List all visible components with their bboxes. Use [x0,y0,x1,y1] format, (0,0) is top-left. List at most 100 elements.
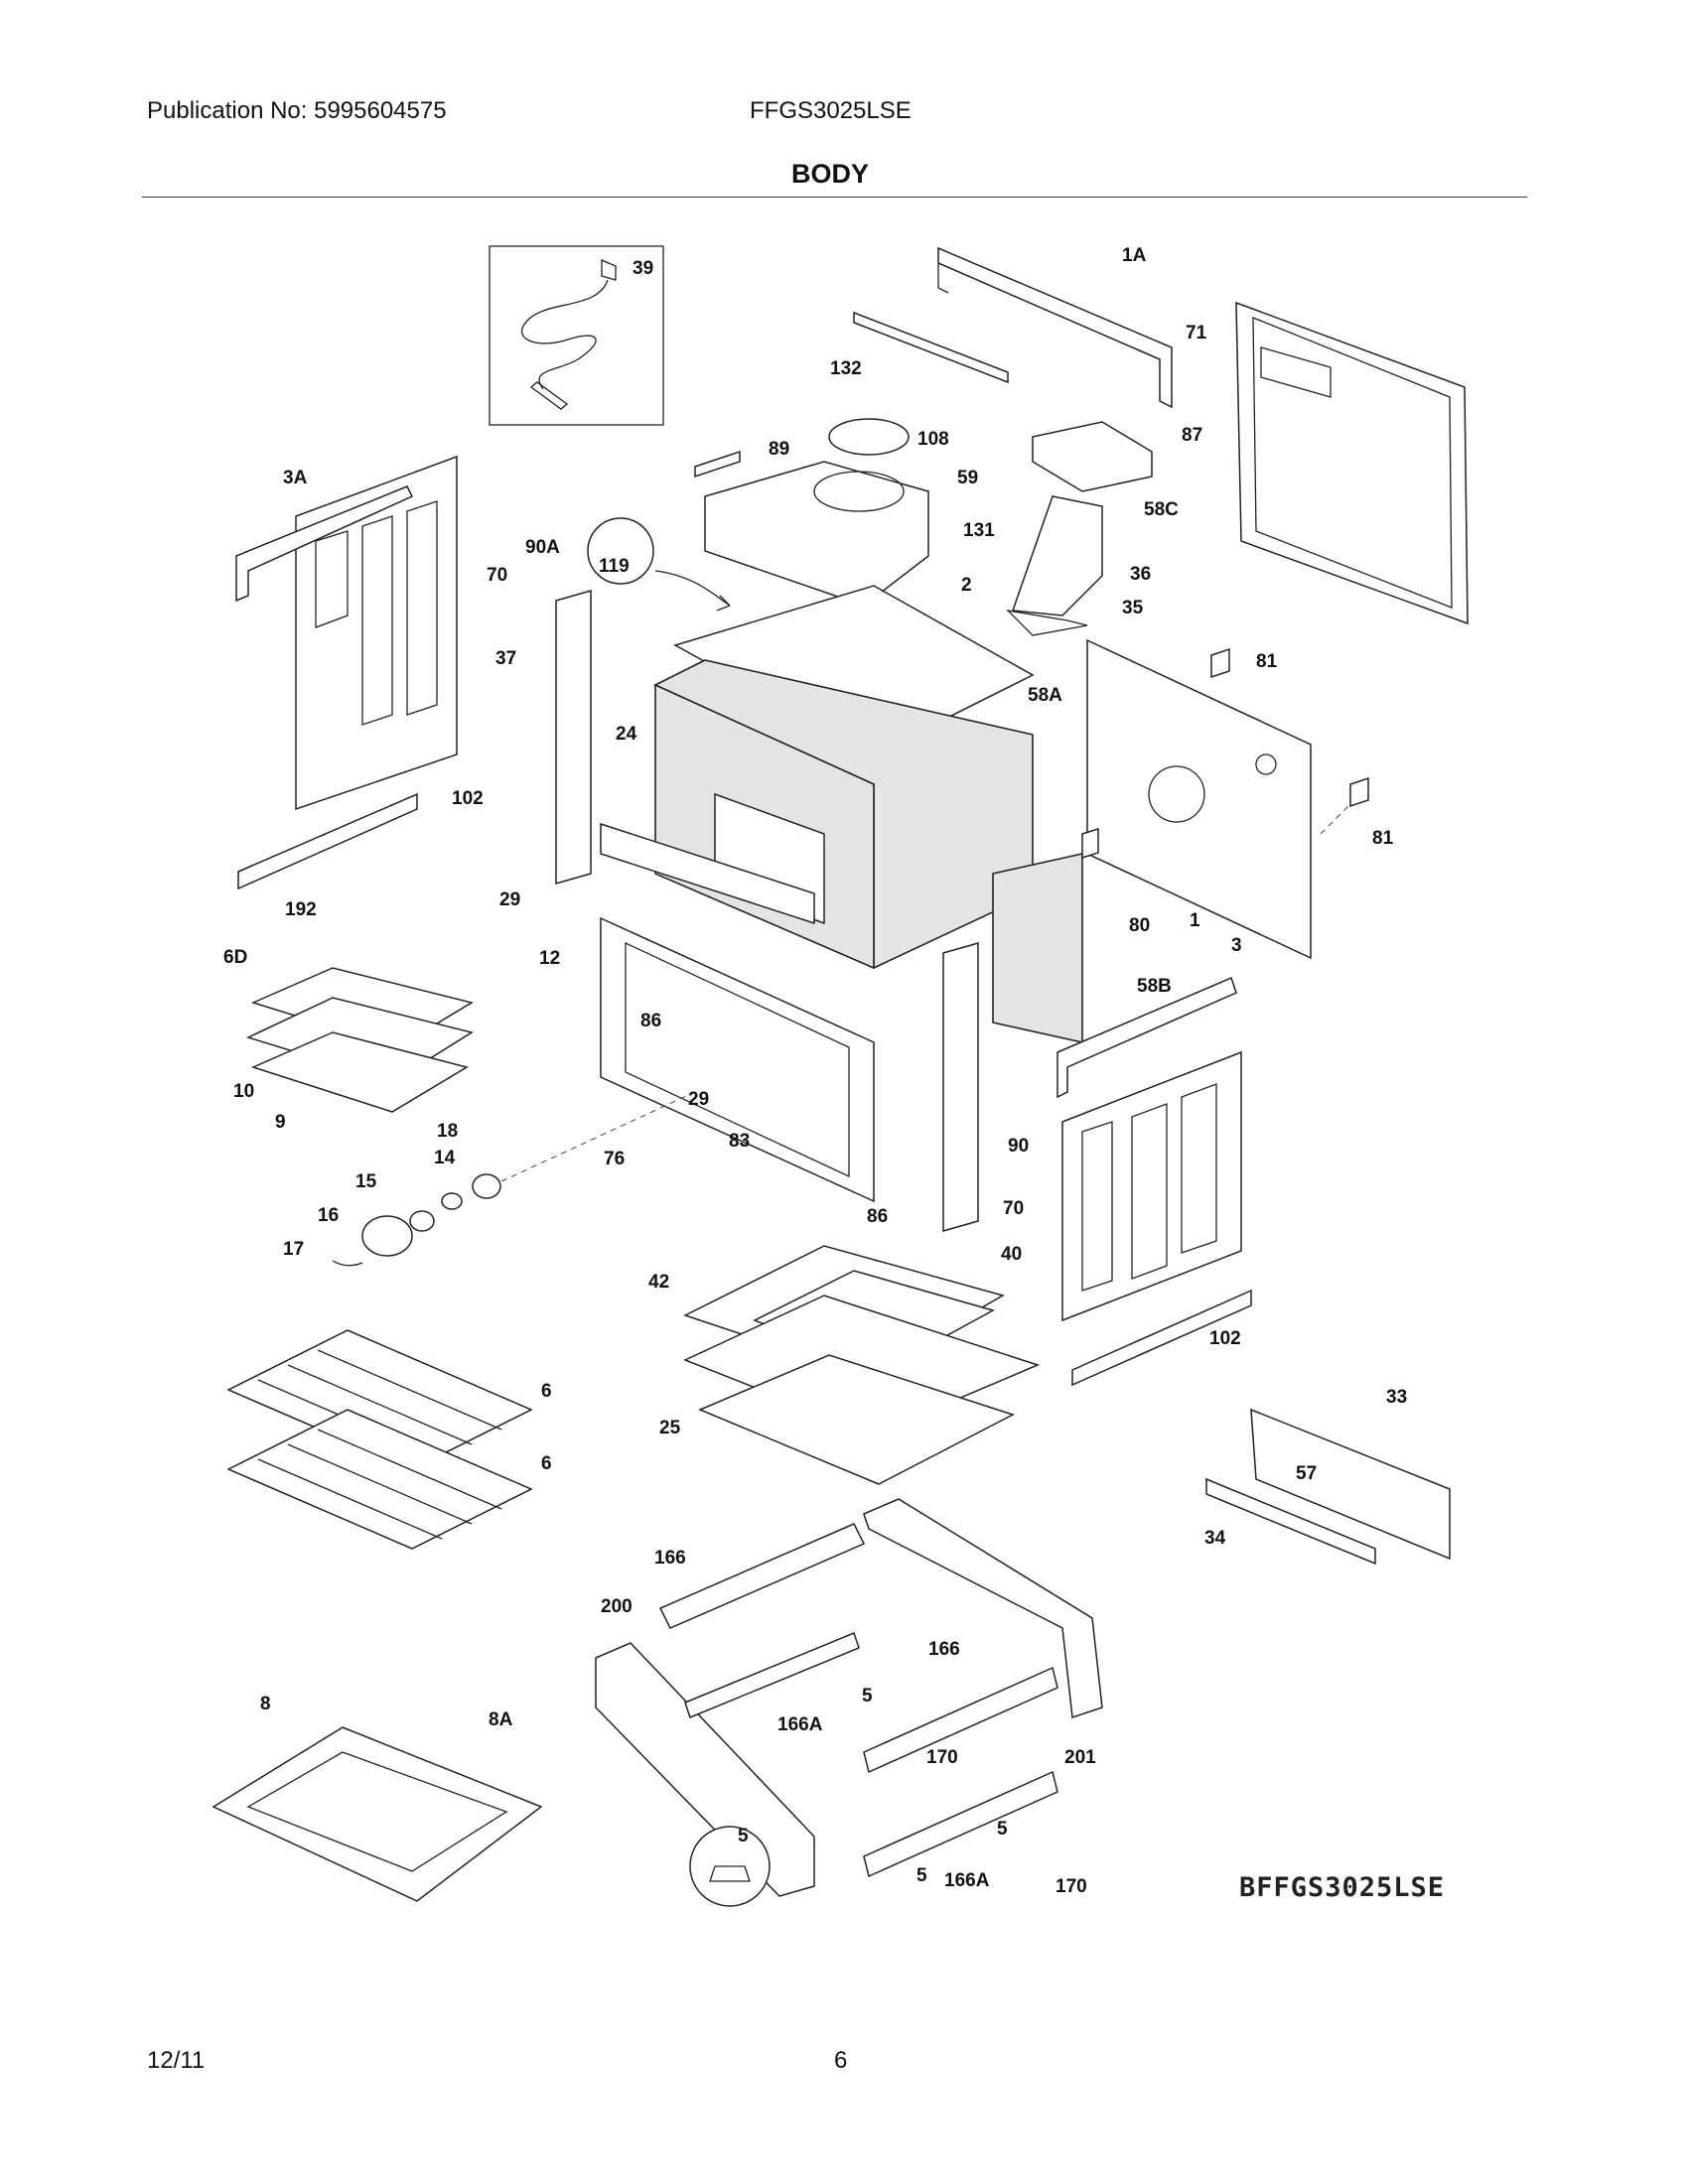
callout-9: 9 [275,1112,286,1133]
oven-insulation [653,659,1034,970]
left-side-panel [295,455,458,811]
oven-racks [226,1329,533,1550]
right-side-panel [1061,1050,1242,1322]
callout-12: 12 [539,948,560,969]
callout-16: 16 [318,1205,339,1226]
bracket-81-lower [1349,776,1369,808]
right-top-bracket [1056,976,1237,1099]
callout-58a: 58A [1028,685,1062,706]
callout-8a: 8A [489,1709,513,1730]
model-number: FFGS3025LSE [750,97,912,124]
callout-200: 200 [601,1596,633,1617]
callout-40: 40 [1001,1244,1022,1265]
bracket-81-upper [1210,647,1230,679]
callout-80: 80 [1129,915,1150,936]
callout-39: 39 [633,258,653,279]
callout-25: 25 [659,1418,681,1438]
callout-3: 3 [1231,935,1242,956]
storage-drawer [211,1726,543,1902]
callout-70-left: 70 [487,565,507,586]
callout-166-upper: 166 [654,1548,686,1569]
left-trim-strip [237,792,418,890]
page-number: 6 [834,2047,848,2074]
callout-132: 132 [830,358,862,379]
callout-5-c: 5 [916,1865,927,1886]
callout-2: 2 [961,575,972,596]
callout-131: 131 [963,520,995,541]
oven-light-assembly [332,1173,501,1267]
callout-86-lower: 86 [867,1206,888,1227]
callout-5-a: 5 [862,1686,873,1706]
callout-166a-lower: 166A [944,1870,990,1891]
publication-number: Publication No: 5995604575 [147,97,447,124]
front-frame-bracket [600,822,815,925]
broil-pan-assembly [245,967,474,1113]
callout-36: 36 [1130,564,1151,585]
callout-37: 37 [495,648,516,669]
front-trim-90a [555,590,592,885]
callout-34: 34 [1204,1528,1226,1549]
callout-86-upper: 86 [640,1011,661,1031]
callout-76: 76 [604,1149,625,1169]
callout-5-b: 5 [997,1819,1008,1840]
callout-170-lower: 170 [1055,1876,1087,1897]
power-cord-inset [489,245,664,426]
bracket-34 [1205,1477,1376,1566]
callout-14: 14 [434,1148,456,1168]
callout-102-left: 102 [452,788,484,809]
heat-deflector [853,311,1009,384]
side-insulation [992,853,1083,1043]
callout-57: 57 [1296,1463,1317,1484]
footer-date: 12/11 [147,2047,206,2074]
thermostat-callout [587,517,654,585]
callout-59: 59 [957,468,978,488]
callout-3a: 3A [283,468,308,488]
callout-1a: 1A [1122,245,1147,266]
callout-1: 1 [1190,910,1200,931]
callout-71: 71 [1186,323,1207,343]
callout-10: 10 [233,1081,254,1102]
callout-5-zoom: 5 [738,1826,749,1846]
callout-90: 90 [1008,1136,1029,1157]
callout-119: 119 [599,556,630,577]
callout-166a-upper: 166A [777,1714,823,1735]
bracket-33 [1250,1408,1451,1561]
callout-58b: 58B [1137,976,1172,997]
right-trim-strip [1071,1289,1252,1387]
back-panel [1086,638,1312,960]
callout-102-right: 102 [1209,1328,1241,1349]
callout-58c: 58C [1144,499,1179,520]
callout-42: 42 [648,1272,669,1293]
callout-166-lower: 166 [928,1639,960,1660]
callout-81-upper: 81 [1256,651,1278,672]
bracket-80 [1081,827,1099,860]
rear-top-bracket [937,246,1173,409]
left-top-bracket [235,485,414,603]
callout-labels: 39 1A 132 71 108 89 59 87 58C 3A 131 90A… [223,245,1407,1897]
callout-81-lower: 81 [1372,828,1394,849]
oven-front-frame [600,916,875,1203]
bracket-89 [694,450,741,478]
front-trim-90 [942,942,979,1232]
drawer-frame [595,1498,1103,1897]
callout-15: 15 [355,1171,377,1192]
callout-87: 87 [1182,425,1202,446]
callout-70-right: 70 [1003,1198,1024,1219]
callout-24: 24 [616,724,637,745]
vent-insulation-box [1032,421,1153,492]
callout-90a: 90A [525,537,560,558]
callout-6-upper: 6 [541,1381,552,1402]
callout-6d: 6D [223,947,247,968]
rear-panel [1235,301,1469,625]
vent-duct [1011,495,1103,616]
callout-170-upper: 170 [926,1747,958,1768]
callout-192: 192 [285,899,317,920]
callout-18: 18 [437,1121,458,1142]
callout-33: 33 [1386,1387,1407,1408]
callout-83: 83 [729,1131,750,1152]
callout-6-lower: 6 [541,1453,552,1474]
callout-29-upper: 29 [499,889,520,910]
callout-201: 201 [1064,1747,1096,1768]
callout-35: 35 [1122,598,1144,618]
